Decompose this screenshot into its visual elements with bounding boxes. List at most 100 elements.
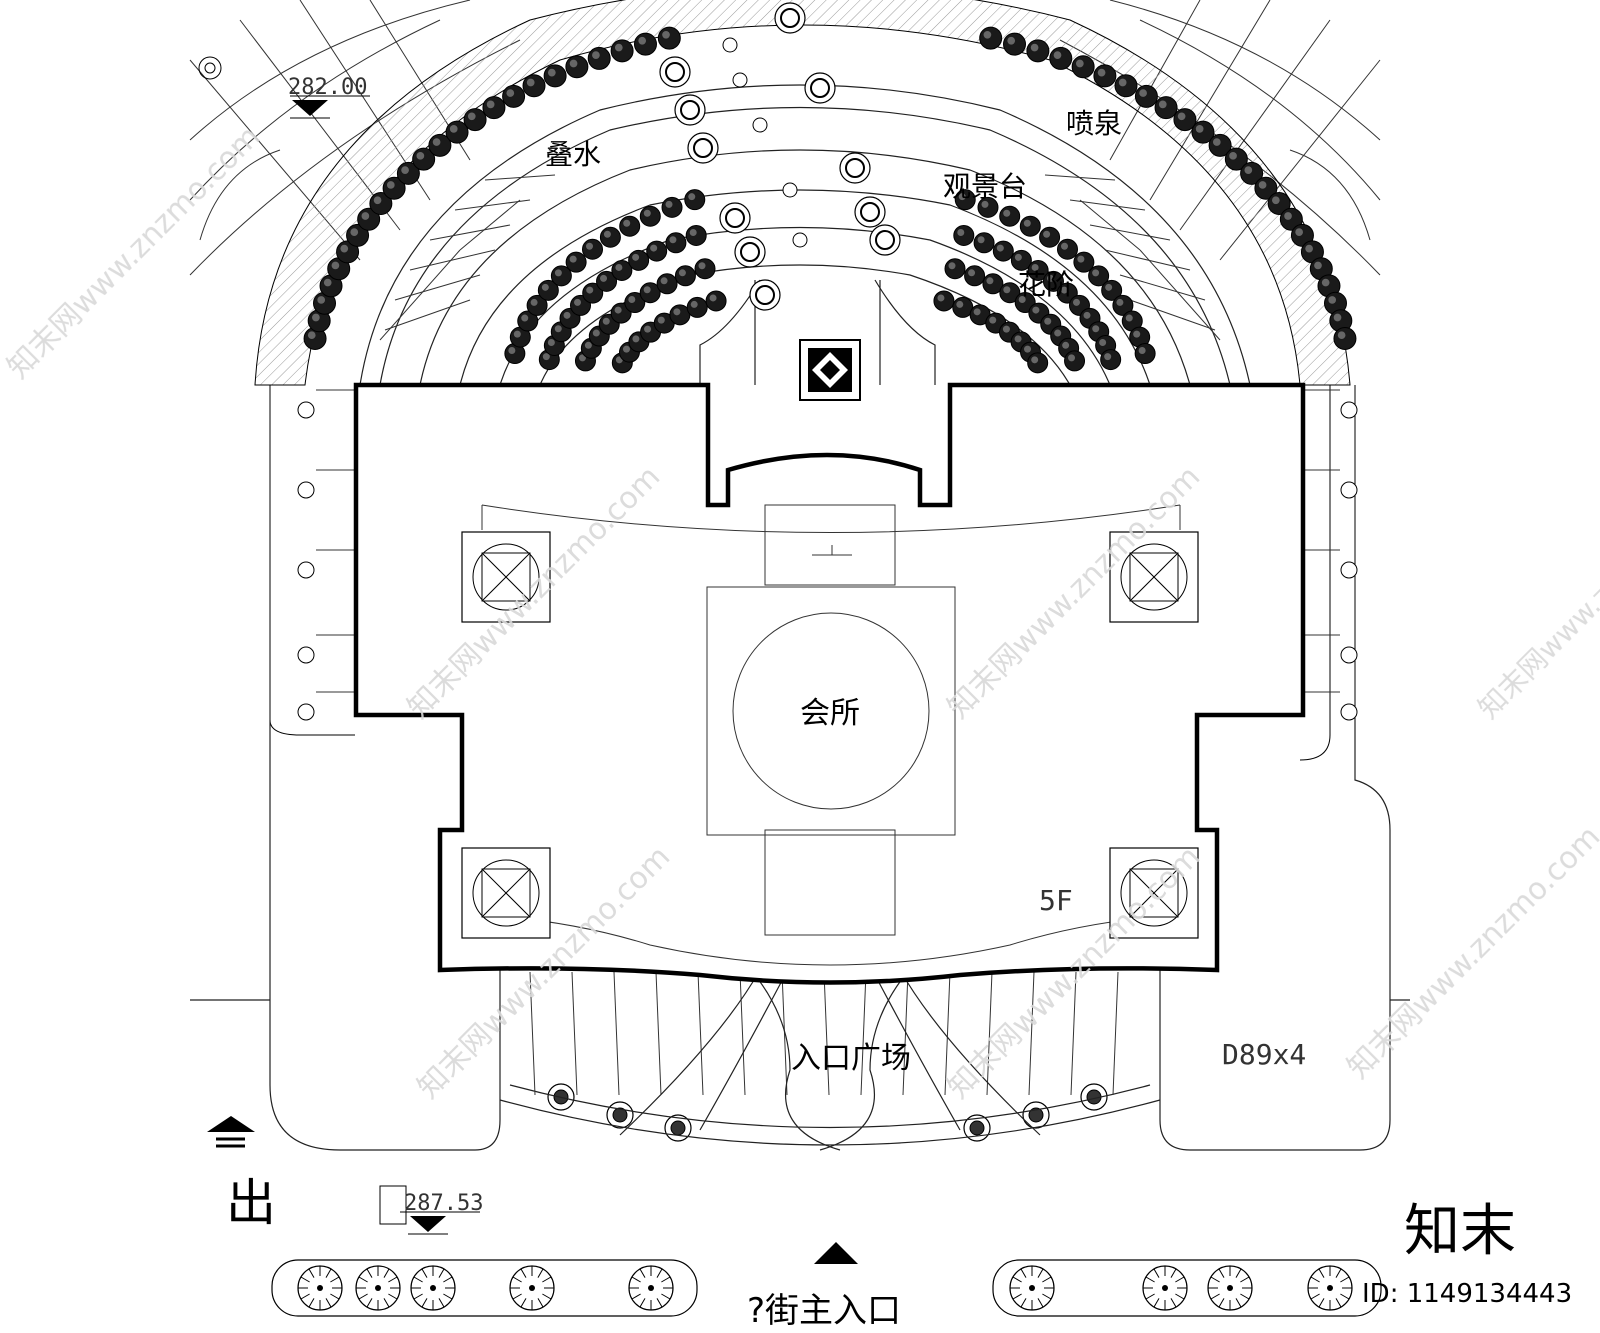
tree-icon [944, 258, 966, 280]
tree-icon [537, 279, 559, 301]
tree-icon [1088, 265, 1110, 287]
exit-marker: 出 [207, 1116, 276, 1232]
tree-icon [587, 46, 611, 70]
tree-icon [1333, 327, 1357, 351]
tree-icon [336, 240, 360, 264]
tree-icon [656, 273, 678, 295]
tree-icon [964, 265, 986, 287]
tree-icon [973, 232, 995, 254]
street-trees [297, 1265, 1353, 1311]
tree-icon [396, 161, 420, 185]
tree-icon [619, 215, 641, 237]
street-tree-icon [1009, 1265, 1055, 1311]
tree-icon [1056, 238, 1078, 260]
tree-rows [303, 2, 1357, 1142]
tree-icon [582, 282, 604, 304]
tree-icon [639, 205, 661, 227]
lamp-icon [1080, 1083, 1108, 1111]
street-planters [271, 1259, 1382, 1317]
pipe-spec-label: D89x4 [1222, 1038, 1306, 1071]
tree-icon [463, 108, 487, 132]
tree-icon [1173, 108, 1197, 132]
tree-icon [953, 224, 975, 246]
tree-icon [1019, 215, 1041, 237]
tree-icon [982, 273, 1004, 295]
tree-icon [1129, 326, 1151, 348]
stair-box [461, 531, 551, 623]
stair-box [461, 847, 551, 939]
tree-icon [1049, 46, 1073, 70]
elevation-label-top: 282.00 [288, 75, 367, 100]
column-icon [297, 703, 315, 721]
tree-icon [1073, 251, 1095, 273]
tree-icon [979, 26, 1003, 50]
side-column-markers [297, 389, 1358, 721]
tree-icon [482, 96, 506, 120]
tree-icon [543, 64, 567, 88]
lamp-icon [839, 152, 871, 184]
bollard-icon [732, 72, 748, 88]
tree-icon [628, 249, 650, 271]
watermark-text: 知末网www.znzmo.com [1, 119, 267, 385]
column-icon [297, 481, 315, 499]
tree-icon [1003, 32, 1027, 56]
outer-boundary [190, 720, 1410, 1151]
tree-icon [565, 55, 589, 79]
tree-icon [1254, 176, 1278, 200]
tree-icon [369, 192, 393, 216]
tree-icon [694, 258, 716, 280]
tree-icon [599, 226, 621, 248]
column-icon [1340, 561, 1358, 579]
tree-icon [357, 207, 381, 231]
street-tree-icon [355, 1265, 401, 1311]
clubhouse-outline [353, 382, 1306, 985]
tree-icon [517, 310, 539, 332]
street-tree-icon [509, 1265, 555, 1311]
elevation-marker-bottom: 287.53 [379, 1185, 483, 1235]
central-ornament [799, 339, 861, 401]
tree-icon [1064, 350, 1086, 372]
tree-icon [977, 196, 999, 218]
tree-icon [653, 312, 675, 334]
tree-icon [1240, 161, 1264, 185]
tree-icon [565, 251, 587, 273]
tree-icon [705, 290, 727, 312]
lamp-icon [687, 132, 719, 164]
tree-icon [582, 238, 604, 260]
bollard-icon [792, 232, 808, 248]
tree-icon [526, 294, 548, 316]
street-tree-icon [1142, 1265, 1188, 1311]
tree-icon [596, 270, 618, 292]
tree-icon [1300, 240, 1324, 264]
tree-icon [1042, 270, 1064, 292]
bollard-icon [782, 182, 798, 198]
tree-icon [1208, 133, 1232, 157]
tree-icon [1114, 74, 1138, 98]
tree-icon [686, 296, 708, 318]
clubhouse-label: 会所 [800, 696, 860, 731]
tree-icon [611, 259, 633, 281]
tree-icon [1134, 343, 1156, 365]
tree-icon [1267, 192, 1291, 216]
tree-icon [1071, 55, 1095, 79]
bollard-icon [752, 117, 768, 133]
clubhouse-interior [479, 504, 1181, 966]
lamp-icon [869, 224, 901, 256]
column-icon [1340, 646, 1358, 664]
column-icon [297, 561, 315, 579]
column-icon [1340, 401, 1358, 419]
watermark-text: 知末网www.znzmo.com [1341, 819, 1600, 1085]
elevation-marker-top: 282.00 [198, 56, 370, 119]
column-icon [297, 401, 315, 419]
street-tree-icon [1207, 1265, 1253, 1311]
entrance-plaza-label: 入口广场 [791, 1041, 911, 1076]
lamp-icon [734, 236, 766, 268]
viewing-deck-label: 观景台 [943, 170, 1027, 203]
tree-icon [954, 189, 976, 211]
lamp-icon [854, 196, 886, 228]
lamp-icon [606, 1101, 634, 1129]
brand-watermark: 知末 [1404, 1199, 1516, 1264]
fountain-label: 喷泉 [1066, 107, 1122, 140]
lamp-icon [674, 94, 706, 126]
